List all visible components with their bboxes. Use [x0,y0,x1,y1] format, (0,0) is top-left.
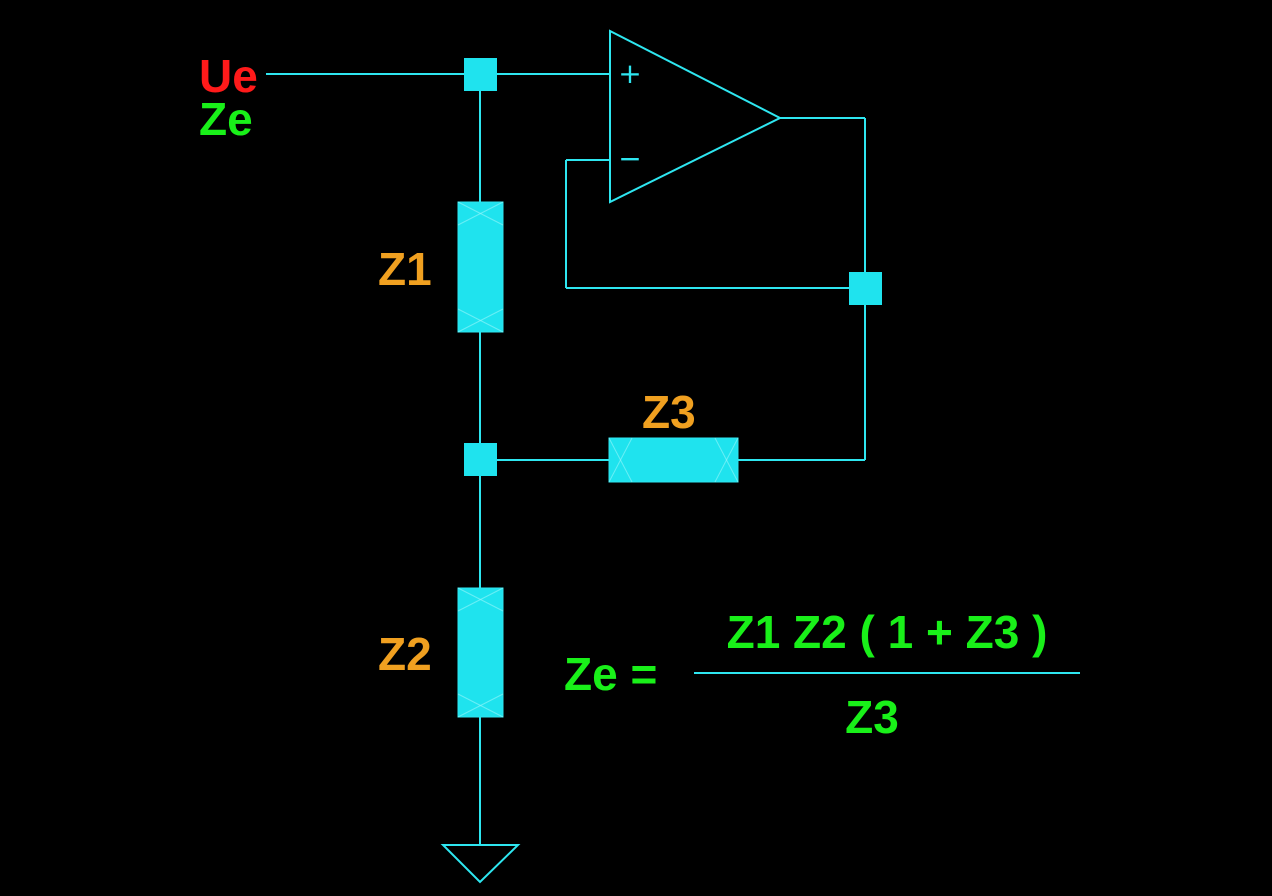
input-impedance-label: Ze [199,93,253,145]
opamp-minus-sign: − [618,142,641,175]
opamp-icon: + − [609,29,783,204]
junction-nodes [464,58,882,476]
wires [266,73,866,845]
formula-lhs: Ze = [564,648,657,700]
z1-label: Z1 [378,243,432,295]
ground-symbol-icon [440,844,521,884]
junction-feedback [849,272,882,305]
formula-numerator: Z1 Z2 ( 1 + Z3 ) [727,606,1048,658]
impedance-z1 [457,201,504,333]
impedance-formula: Ze = Z1 Z2 ( 1 + Z3 ) Z3 [564,606,1080,743]
impedance-z3 [608,437,739,483]
input-voltage-label: Ue [199,50,258,102]
junction-input [464,58,497,91]
opamp-plus-sign: + [618,57,641,90]
junction-middle [464,443,497,476]
z2-label: Z2 [378,628,432,680]
z3-label: Z3 [642,386,696,438]
impedance-z2 [457,587,504,718]
formula-denominator: Z3 [845,691,899,743]
